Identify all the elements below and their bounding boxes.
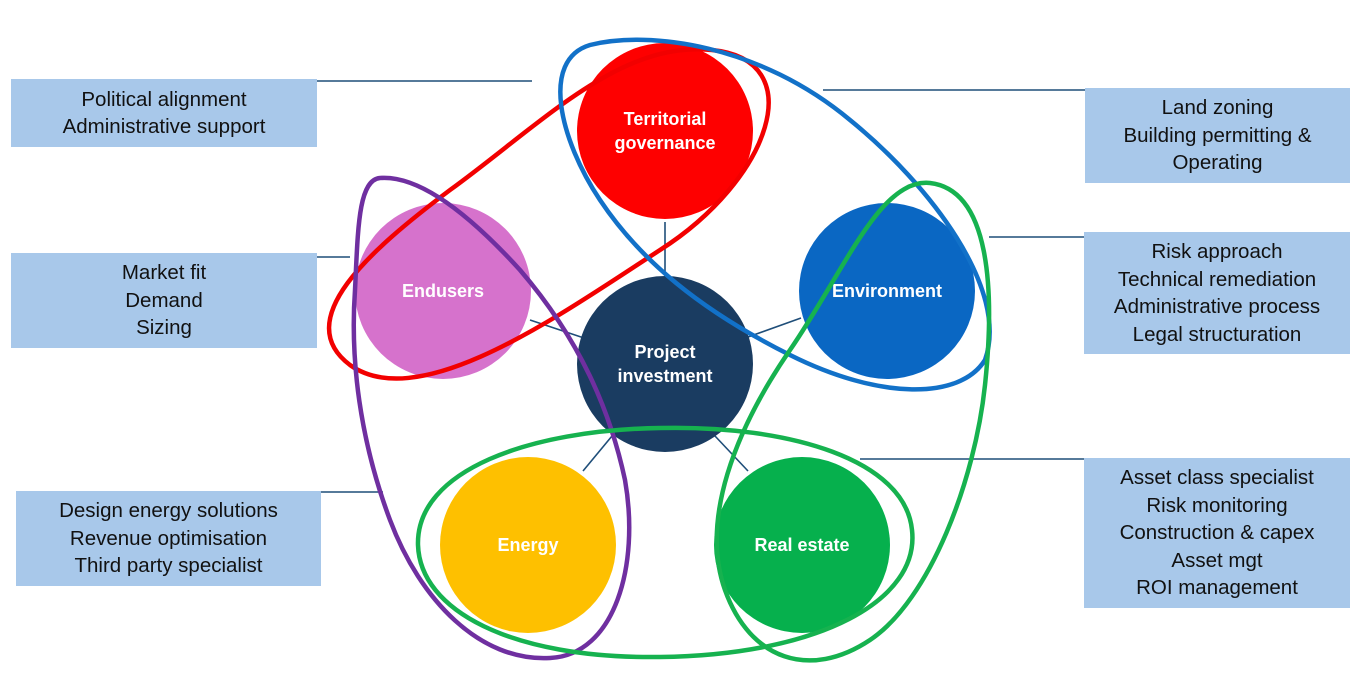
box-line: Risk monitoring <box>1146 493 1288 517</box>
node-label-energy: Energy <box>497 535 558 555</box>
box-line: Operating <box>1172 151 1263 175</box>
box-line: ROI management <box>1136 576 1298 600</box>
box-line: Market fit <box>121 261 207 285</box>
node-label-real-estate: Real estate <box>754 535 849 555</box>
box-line: Administrative support <box>62 115 266 138</box>
box-line: Sizing <box>136 316 192 340</box>
node-territorial-governance <box>577 43 753 219</box>
hub-label: investment <box>617 366 712 386</box>
spoke-endusers <box>529 319 585 339</box>
box-line: Revenue optimisation <box>69 526 268 550</box>
node-endusers <box>355 203 531 379</box>
box-line: Demand <box>125 288 203 312</box>
spoke-energy <box>582 435 613 472</box>
node-energy <box>440 457 616 633</box>
loop-purple-endusers-energy <box>351 175 632 661</box>
box-line: Legal structuration <box>1132 322 1302 346</box>
node-environment <box>799 203 975 379</box>
box-line: Land zoning <box>1161 96 1274 120</box>
box-line: Asset mgt <box>1171 548 1263 572</box>
hub-label: Project <box>634 342 695 362</box>
box-line: Asset class specialist <box>1120 466 1314 490</box>
box-line: Risk approach <box>1151 240 1283 263</box>
box-line: Design energy solutions <box>59 499 278 523</box>
loop-green-environment-real-estate <box>714 180 992 663</box>
box-line: Construction & capex <box>1119 521 1315 545</box>
spoke-real-estate <box>714 435 749 472</box>
loop-blue-governance-environment <box>558 37 992 392</box>
node-label-territorial-governance: Territorial <box>624 109 707 129</box>
node-label-endusers: Endusers <box>402 281 484 301</box>
box-line: Third party specialist <box>74 554 263 578</box>
node-label-environment: Environment <box>832 281 942 301</box>
node-real-estate <box>714 457 890 633</box>
box-line: Administrative process <box>1113 295 1321 318</box>
loop-green-energy-real-estate <box>415 425 915 660</box>
node-label-territorial-governance: governance <box>614 133 715 153</box>
box-line: Political alignment <box>81 87 247 111</box>
box-line: Technical remediation <box>1117 267 1317 291</box>
spoke-environment <box>747 317 802 338</box>
hub-circle-project-investment <box>577 276 753 452</box>
box-line: Building permitting & <box>1123 123 1312 147</box>
loop-red-governance-endusers <box>326 46 771 381</box>
